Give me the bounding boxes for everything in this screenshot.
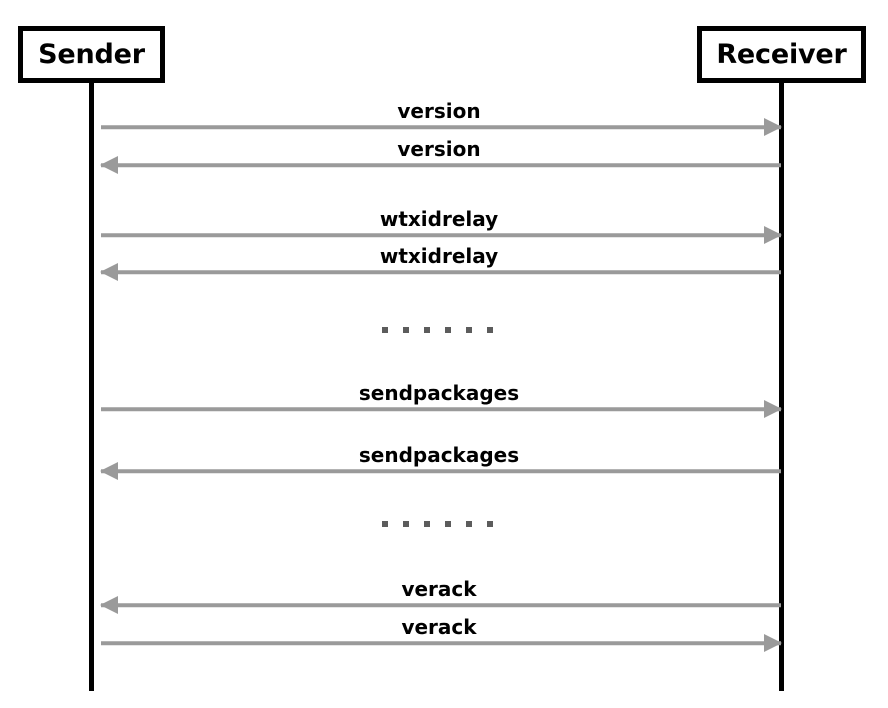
message-line [101,469,781,473]
ellipsis-dot [382,521,388,527]
message-label: verack [401,615,477,639]
participant-sender-label: Sender [38,39,145,70]
message-label: wtxidrelay [379,244,499,268]
ellipsis-dot [487,327,493,333]
ellipsis-dot [403,327,409,333]
arrowhead-left-icon [100,263,118,281]
arrowhead-right-icon [764,118,782,136]
message-label: verack [401,577,477,601]
participant-receiver[interactable]: Receiver [697,26,866,83]
message-line [101,270,781,274]
message-line [101,163,781,167]
arrowhead-left-icon [100,462,118,480]
arrowhead-right-icon [764,226,782,244]
arrowhead-right-icon [764,400,782,418]
ellipsis-dot [424,521,430,527]
ellipsis-dot [445,327,451,333]
participant-receiver-label: Receiver [716,39,847,70]
message-line [101,641,781,645]
ellipsis-dot [382,327,388,333]
arrowhead-left-icon [100,156,118,174]
message-line [101,125,781,129]
arrowhead-left-icon [100,596,118,614]
lifeline-receiver [779,60,784,691]
ellipsis-dot [466,521,472,527]
ellipsis-dot [403,521,409,527]
message-label: sendpackages [358,381,520,405]
message-line [101,603,781,607]
message-label: wtxidrelay [379,207,499,231]
ellipsis-dot [466,327,472,333]
ellipsis-dot [424,327,430,333]
message-label: version [397,99,481,123]
ellipsis-continuation [382,327,493,333]
lifeline-sender [89,60,94,691]
ellipsis-dot [445,521,451,527]
message-line [101,233,781,237]
message-line [101,407,781,411]
arrowhead-right-icon [764,634,782,652]
message-label: version [397,137,481,161]
participant-sender[interactable]: Sender [18,26,165,83]
ellipsis-dot [487,521,493,527]
message-label: sendpackages [358,443,520,467]
ellipsis-continuation [382,521,493,527]
